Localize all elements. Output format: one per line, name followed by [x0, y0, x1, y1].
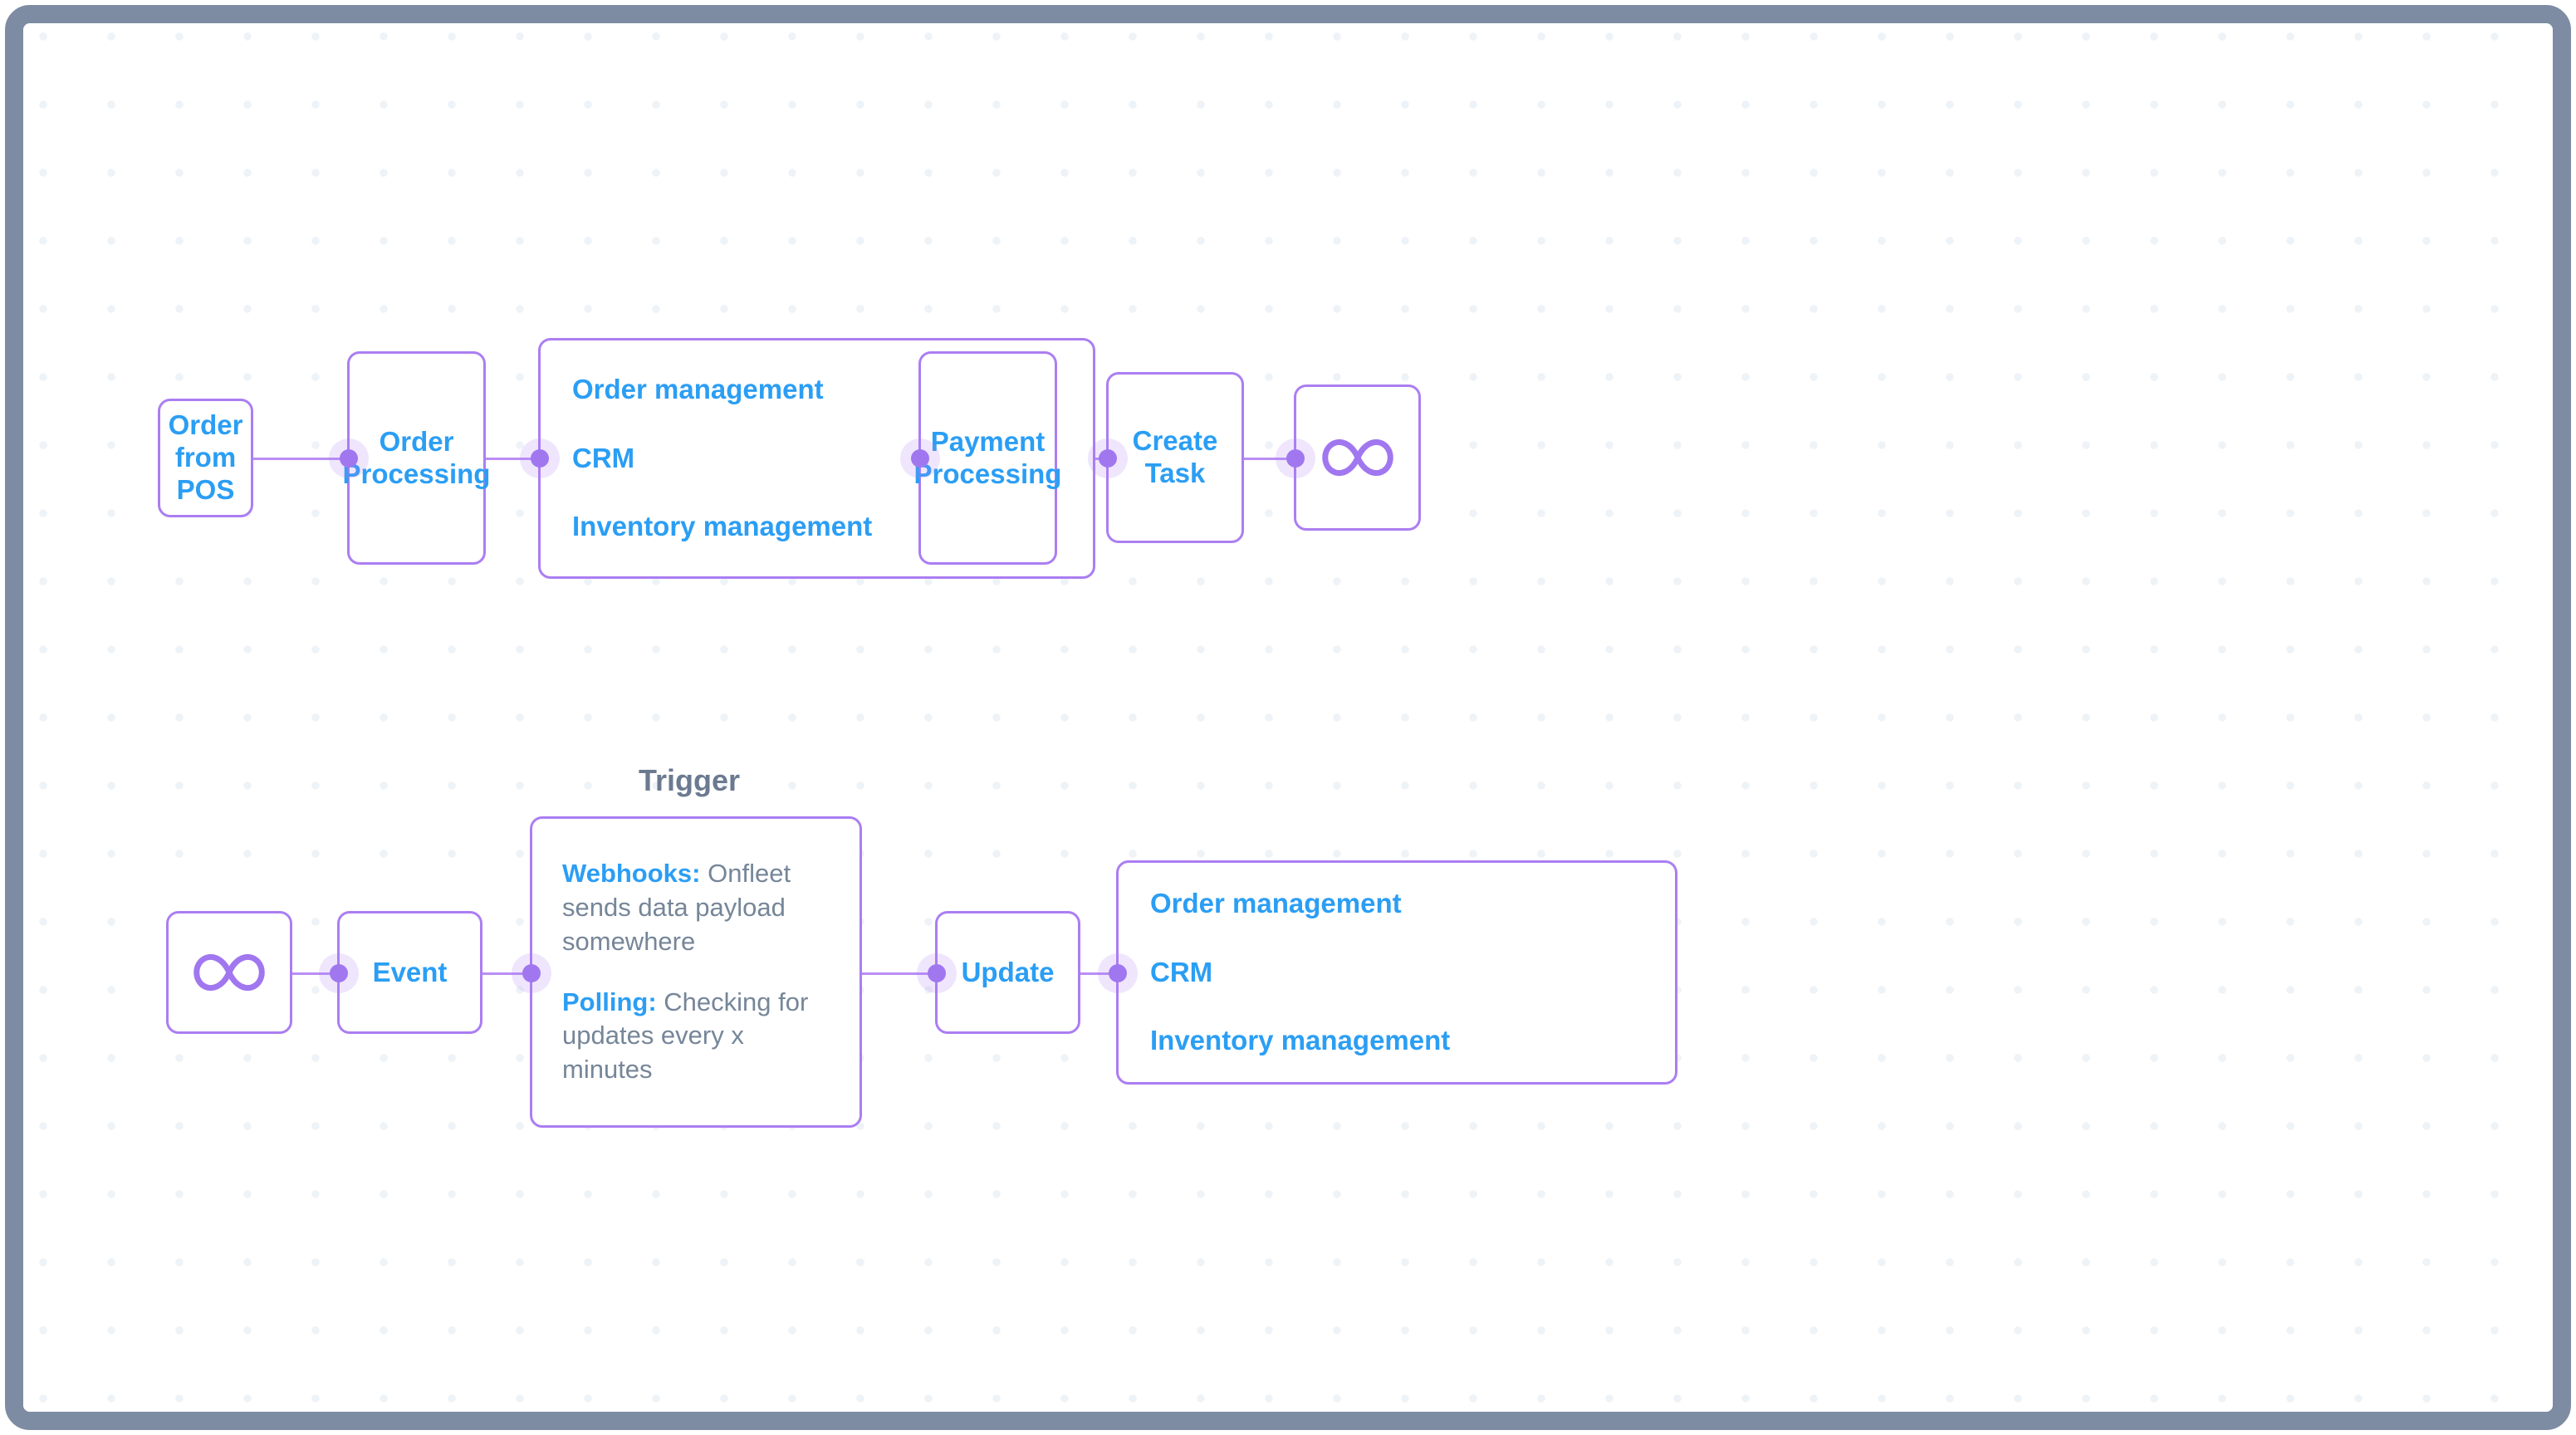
edge-pos-to-processing [252, 458, 350, 460]
port-order-processing-in[interactable] [340, 449, 358, 468]
node-systems-2-line-2: CRM [1150, 956, 1213, 987]
node-payment-processing-label: Payment Processing [913, 425, 1062, 489]
trigger-body-polling: Checking for updates every x minutes [562, 987, 809, 1085]
node-trigger-detail[interactable]: Webhooks: Onfleet sends data payload som… [530, 816, 862, 1128]
port-onfleet-loop-1-in[interactable] [1286, 449, 1305, 468]
trigger-paragraph-webhooks: Webhooks: Onfleet sends data payload som… [562, 857, 830, 959]
edge-loop-to-event [262, 972, 342, 975]
row-order-flow: Order from POS Order Processing Order ma… [23, 23, 2553, 1412]
edge-trigger-to-update [854, 972, 938, 975]
node-order-processing[interactable]: Order Processing [343, 351, 490, 565]
trigger-lead-webhooks: Webhooks: [562, 858, 701, 888]
infinity-icon [1296, 387, 1418, 528]
node-systems-2-line-3: Inventory management [1150, 1025, 1451, 1056]
node-event-label: Event [372, 956, 448, 987]
node-systems-1-line-1: Order management [572, 373, 824, 404]
node-systems-1-line-2: CRM [572, 442, 635, 473]
dotted-canvas [23, 23, 2553, 1412]
group-label-trigger: Trigger [639, 763, 741, 797]
trigger-body-webhooks: Onfleet sends data payload somewhere [562, 858, 791, 956]
node-payment-processing[interactable]: Payment Processing [914, 351, 1061, 565]
port-event-in[interactable] [330, 964, 348, 982]
node-onfleet-loop-2[interactable] [166, 911, 292, 1034]
row-trigger-flow: Trigger Event Webhooks: Onfleet sends da… [23, 23, 2553, 1412]
node-create-task-label: Create Task [1132, 425, 1218, 488]
node-order-from-pos-label: Order from POS [168, 409, 243, 505]
node-systems-1-line-3: Inventory management [572, 511, 873, 542]
node-order-processing-label: Order Processing [342, 425, 491, 489]
node-order-from-pos[interactable]: Order from POS [158, 399, 253, 517]
node-update-label: Update [961, 956, 1055, 987]
node-event[interactable]: Event [337, 911, 482, 1034]
trigger-lead-polling: Polling: [562, 987, 657, 1016]
infinity-icon [169, 913, 290, 1031]
node-onfleet-loop-1[interactable] [1294, 384, 1421, 531]
port-create-task-in[interactable] [1099, 449, 1117, 468]
port-systems-1-in[interactable] [531, 449, 549, 468]
port-systems-2-in[interactable] [1109, 964, 1127, 982]
node-systems-2-line-1: Order management [1150, 887, 1402, 918]
port-payment-processing-in[interactable] [911, 449, 929, 468]
port-update-in[interactable] [928, 964, 946, 982]
trigger-paragraph-polling: Polling: Checking for updates every x mi… [562, 986, 830, 1088]
outer-frame: Order from POS Order Processing Order ma… [5, 5, 2571, 1430]
node-systems-2[interactable]: Order management CRM Inventory managemen… [1116, 860, 1677, 1085]
port-trigger-detail-in[interactable] [522, 964, 541, 982]
node-create-task[interactable]: Create Task [1106, 372, 1244, 543]
node-update[interactable]: Update [935, 911, 1080, 1034]
